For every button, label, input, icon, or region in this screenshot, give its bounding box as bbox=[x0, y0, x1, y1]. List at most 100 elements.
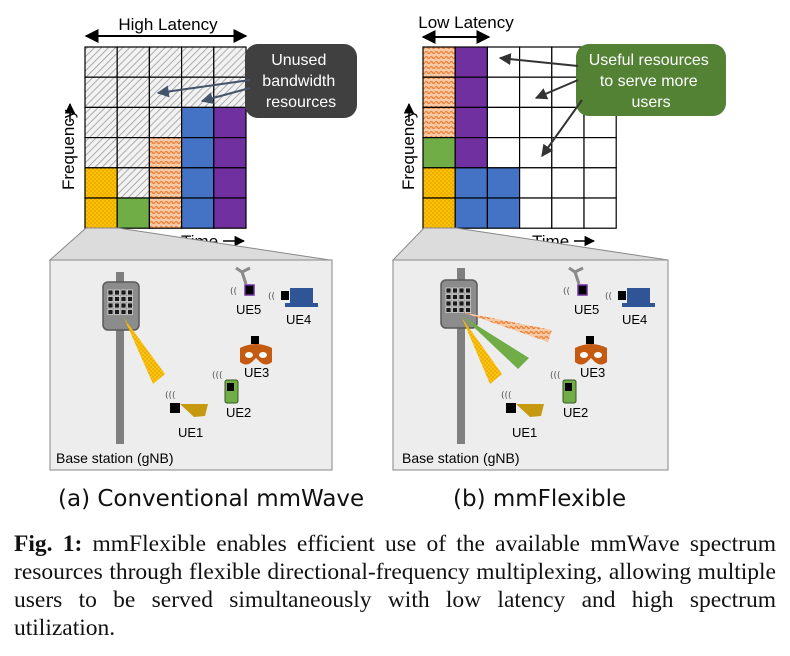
ue2-phone: ((( bbox=[212, 371, 239, 404]
grid-cell-hatch bbox=[181, 76, 215, 108]
ue2-label: UE2 bbox=[563, 405, 588, 420]
grid-cell-green bbox=[422, 137, 456, 169]
grid-cell-empty bbox=[518, 137, 553, 169]
antenna-element bbox=[465, 294, 471, 300]
ue5-robot-arm: (( bbox=[563, 266, 588, 297]
callout-arrow bbox=[541, 99, 583, 157]
robot-device bbox=[244, 284, 255, 296]
grid-cell-green bbox=[116, 197, 150, 229]
ue4-laptop: (( bbox=[268, 288, 318, 307]
ue4-laptop: (( bbox=[605, 288, 655, 307]
grid-cell-empty bbox=[583, 197, 617, 229]
antenna-element bbox=[445, 287, 452, 294]
antenna-element bbox=[445, 307, 452, 313]
y-axis-label: Frequency bbox=[399, 109, 418, 190]
antenna-array-grid bbox=[445, 287, 471, 313]
grid-cell-hatch bbox=[116, 106, 150, 139]
grid-cell-purple bbox=[454, 76, 489, 108]
grid-cell-purple bbox=[213, 167, 247, 199]
headset-icon bbox=[240, 344, 272, 365]
beam-ue1 bbox=[124, 318, 165, 384]
grid-cell-empty bbox=[551, 197, 585, 229]
antenna-element bbox=[120, 309, 127, 315]
beam-ue1 bbox=[462, 318, 502, 384]
antenna-element bbox=[445, 294, 452, 300]
antenna-element bbox=[458, 294, 465, 300]
laptop-screen bbox=[290, 288, 313, 303]
grid-cell-empty bbox=[486, 76, 521, 108]
grid-cell-hatch bbox=[84, 46, 118, 78]
grid-cell-blue bbox=[454, 197, 489, 229]
grid-cell-blue bbox=[181, 197, 215, 229]
zoom-wedge bbox=[391, 227, 669, 261]
antenna-element bbox=[107, 309, 114, 315]
grid-cell-purple bbox=[213, 197, 247, 229]
figure-canvas: High Latency Frequency Time Unused bandw… bbox=[48, 13, 726, 471]
station-label: Base station (gNB) bbox=[56, 450, 174, 466]
ue2-phone: ((( bbox=[550, 371, 577, 404]
ue-device-icon bbox=[170, 403, 180, 413]
antenna-element bbox=[114, 302, 120, 309]
grid-cell-hatch bbox=[181, 46, 215, 78]
station-label: Base station (gNB) bbox=[402, 450, 520, 466]
grid-cell-blue bbox=[454, 167, 489, 199]
grid-cell-yellow bbox=[422, 197, 456, 229]
caption-prefix: Fig. 1: bbox=[14, 531, 83, 557]
callout-text: Useful resources to serve more users bbox=[589, 52, 714, 111]
grid-cell-orange bbox=[148, 167, 183, 199]
ue4-label: UE4 bbox=[622, 312, 647, 327]
grid-cell-hatch bbox=[213, 46, 247, 78]
antenna-element bbox=[120, 289, 127, 296]
grid-cell-blue bbox=[486, 197, 521, 229]
laptop-base bbox=[622, 303, 655, 307]
grid-cell-empty bbox=[486, 137, 521, 169]
grid-cell-blue bbox=[486, 167, 521, 199]
grid-cell-purple bbox=[213, 106, 247, 139]
callout-arrow bbox=[156, 79, 251, 98]
grid-cell-orange bbox=[148, 197, 183, 229]
base-station bbox=[440, 268, 478, 444]
grid-cell-yellow bbox=[422, 167, 456, 199]
grid-cell-orange bbox=[148, 137, 183, 169]
ue2-label: UE2 bbox=[226, 405, 251, 420]
beam-ue2 bbox=[462, 316, 529, 369]
svg-text:((: (( bbox=[563, 287, 570, 297]
panel-a: High Latency Frequency Time Unused bandw… bbox=[48, 15, 357, 471]
antenna-element bbox=[120, 302, 127, 309]
antenna-element bbox=[465, 300, 471, 307]
svg-text:(((: ((( bbox=[501, 391, 512, 401]
latency-label: Low Latency bbox=[418, 13, 514, 32]
glasses-icon bbox=[516, 404, 544, 417]
ue3-vr-headset bbox=[240, 336, 272, 365]
grid-cell-blue bbox=[181, 106, 215, 139]
latency-label: High Latency bbox=[118, 15, 218, 34]
antenna-element bbox=[465, 287, 471, 294]
figure-caption: Fig. 1: mmFlexible enables efficient use… bbox=[14, 530, 776, 642]
grid-cell-hatch bbox=[84, 106, 118, 139]
ue3-label: UE3 bbox=[244, 365, 269, 380]
ue3-label: UE3 bbox=[580, 365, 605, 380]
laptop-screen bbox=[627, 288, 650, 303]
antenna-element bbox=[114, 309, 120, 315]
y-axis-label: Frequency bbox=[59, 109, 78, 190]
svg-text:((: (( bbox=[230, 287, 237, 297]
antenna-element bbox=[114, 289, 120, 296]
grid-cell-blue bbox=[181, 137, 215, 169]
ue3-vr-headset bbox=[575, 336, 607, 365]
robot-arm-icon bbox=[235, 266, 251, 285]
grid-cell-hatch bbox=[116, 46, 150, 78]
grid-cell-yellow bbox=[84, 167, 118, 199]
svg-text:(((: ((( bbox=[550, 371, 561, 381]
svg-text:(((: ((( bbox=[165, 391, 176, 401]
beam-ue3 bbox=[462, 312, 552, 342]
callout-arrow bbox=[200, 87, 251, 104]
robot-arm-icon bbox=[568, 266, 584, 285]
grid-cell-orange bbox=[422, 46, 456, 78]
grid-cell-hatch bbox=[116, 167, 150, 199]
callout-text: Unused bandwidth resources bbox=[262, 52, 339, 111]
ue4-label: UE4 bbox=[286, 312, 311, 327]
antenna-array-grid bbox=[107, 289, 133, 315]
antenna-element bbox=[107, 296, 114, 302]
grid-cell-hatch bbox=[148, 106, 183, 139]
ue1-vr-glasses: ((( bbox=[501, 391, 544, 417]
